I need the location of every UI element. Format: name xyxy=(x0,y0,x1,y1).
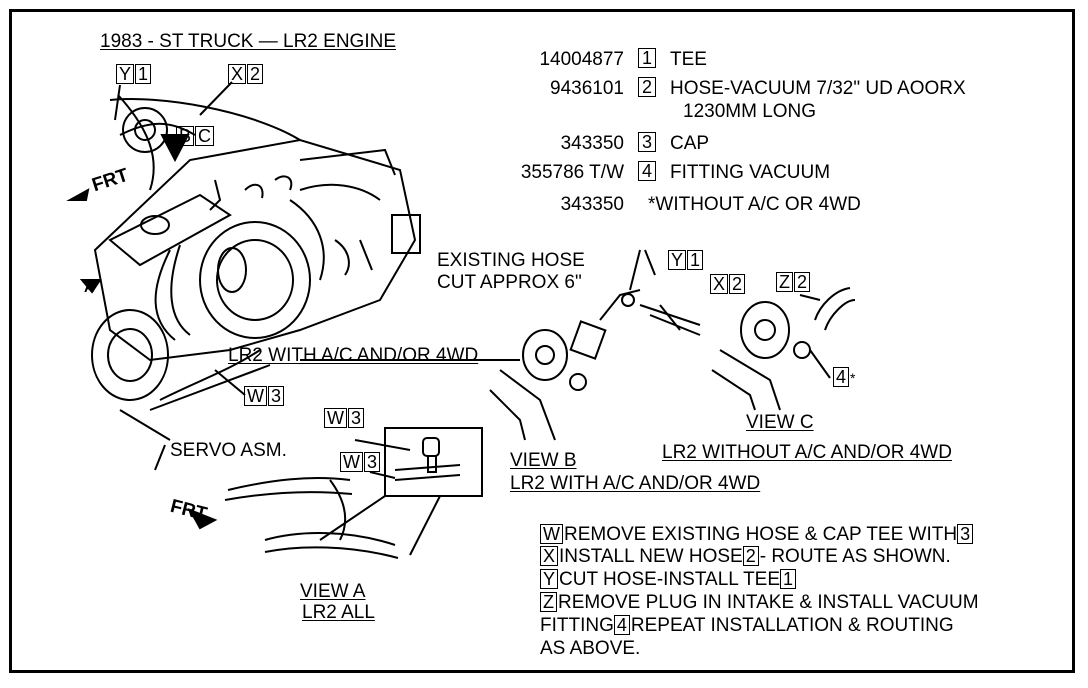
view-b-title: VIEW B xyxy=(510,450,577,471)
part-number: 14004877 xyxy=(539,49,624,70)
existing-hose-cut-label: CUT APPROX 6" xyxy=(437,272,582,293)
view-b-drawing xyxy=(489,249,701,441)
part-number: 343350 xyxy=(560,194,624,215)
view-b-subtitle: LR2 WITH A/C AND/OR 4WD xyxy=(510,473,761,494)
instruction-z-line3: AS ABOVE. xyxy=(540,638,641,659)
view-a-inset-box xyxy=(384,427,483,497)
part-desc: FITTING VACUUM xyxy=(670,162,831,183)
view-a-drawing xyxy=(224,437,461,559)
view-a-subtitle: LR2 ALL xyxy=(302,602,375,623)
part-desc: TEE xyxy=(670,49,707,70)
lr2-with-ac-label: LR2 WITH A/C AND/OR 4WD xyxy=(228,345,479,366)
part-number: 9436101 xyxy=(550,78,624,99)
part-desc-line2: 1230MM LONG xyxy=(683,101,817,122)
part-key: 1 xyxy=(638,48,657,70)
part-key: 4 xyxy=(638,161,657,183)
part-number: 343350 xyxy=(560,133,624,154)
part-desc: *WITHOUT A/C OR 4WD xyxy=(648,194,861,215)
part-key: 2 xyxy=(638,77,657,99)
engine-block-drawing xyxy=(91,94,421,441)
servo-label: SERVO ASM. xyxy=(170,440,287,461)
view-c-subtitle: LR2 WITHOUT A/C AND/OR 4WD xyxy=(662,442,952,463)
view-c-drawing xyxy=(711,287,856,411)
part-desc: CAP xyxy=(670,133,710,154)
view-a-marker: A xyxy=(84,279,95,295)
part-desc: HOSE-VACUUM 7/32" UD AOORX xyxy=(670,78,966,99)
existing-hose-label: EXISTING HOSE xyxy=(437,250,585,271)
part-number: 355786 T/W xyxy=(520,162,624,183)
callout-4-view-c: 4* xyxy=(833,367,855,389)
part-key: 3 xyxy=(638,132,657,154)
view-c-title: VIEW C xyxy=(746,412,814,433)
diagram-title: 1983 - ST TRUCK — LR2 ENGINE xyxy=(100,31,397,52)
view-a-title: VIEW A xyxy=(300,581,366,602)
diagram-frame xyxy=(9,9,1075,673)
